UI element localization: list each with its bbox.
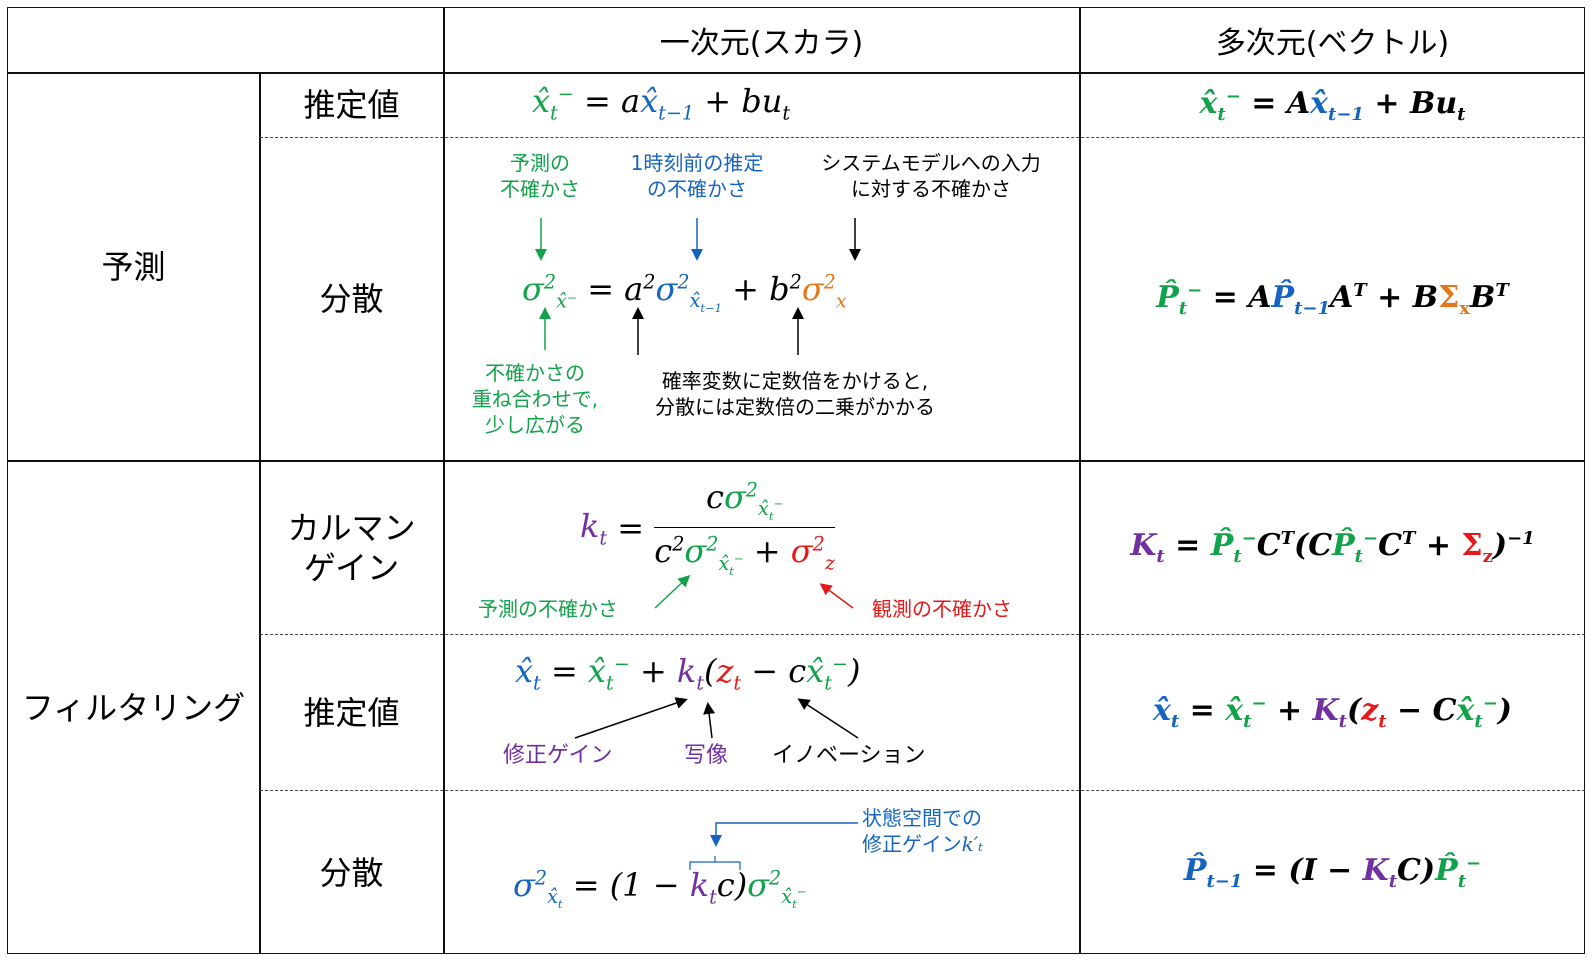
divider (259, 72, 261, 954)
dashed-divider (260, 634, 1585, 635)
annotation-kg-obs: 観測の不確かさ (872, 597, 1012, 621)
formula-scalar-predict-variance: σ2x̂⁻ = a2σ2x̂t−1 + b2σ2x (522, 270, 847, 316)
formula-scalar-predict-estimate: x̂t− = ax̂t−1 + but (532, 82, 791, 125)
row-label-filter: フィルタリング (21, 688, 246, 727)
row-label-predict: 予測 (101, 247, 166, 286)
annotation-innovation: イノベーション (772, 743, 926, 768)
formula-vector-kalman-gain: Kt = P̂t−CT(CP̂t−CT + Σz)−1 (1130, 528, 1535, 567)
annotation-scaling: 確率変数に定数倍をかけると, 分散には定数倍の二乗がかかる (655, 369, 935, 419)
kalman-gain-line1: カルマン (287, 508, 416, 547)
annotation-mapping: 写像 (684, 743, 729, 768)
dashed-divider (260, 790, 1585, 791)
formula-scalar-kalman-gain: kt = cσ2x̂t− c2σ2x̂t− + σ2z (580, 478, 835, 578)
sub-label-variance: 分散 (319, 280, 384, 318)
annotation-state-space-gain: 状態空間での 修正ゲインk′ₜ (862, 805, 983, 857)
dashed-divider (260, 137, 1585, 138)
table-frame (7, 7, 1585, 954)
annotation-correction-gain: 修正ゲイン (503, 743, 613, 768)
sub-label-variance-filter: 分散 (319, 853, 384, 892)
formula-vector-filter-estimate: x̂t = x̂t− + Kt(zt − Cx̂t−) (1153, 693, 1512, 732)
kalman-gain-line2: ゲイン (303, 548, 400, 587)
state-space-gain-line2: 修正ゲインk′ₜ (862, 832, 984, 856)
annotation-pred-uncertainty: 予測の 不確かさ (500, 151, 580, 201)
formula-scalar-filter-variance: σ2x̂t = (1 − ktc)σ2x̂t− (513, 866, 807, 912)
header-vector: 多次元(ベクトル) (1215, 26, 1450, 61)
header-scalar: 一次元(スカラ) (659, 26, 864, 61)
sub-label-kalman-gain: カルマン ゲイン (260, 461, 443, 634)
annotation-kg-pred: 予測の不確かさ (478, 597, 618, 621)
annotation-overlap: 不確かさの 重ね合わせで, 少し広がる (471, 361, 599, 437)
divider (1079, 7, 1081, 954)
formula-vector-filter-variance: P̂t−1 = (I − KtC)P̂t− (1183, 853, 1482, 892)
divider (7, 460, 1585, 462)
annotation-input-uncertainty: システムモデルへの入力 に対する不確かさ (821, 151, 1041, 201)
formula-vector-predict-variance: P̂t− = AP̂t−1AT + BΣxBT (1156, 279, 1509, 319)
state-space-gain-line1: 状態空間での (862, 806, 982, 830)
divider (443, 7, 445, 954)
formula-vector-predict-estimate: x̂t− = Ax̂t−1 + But (1199, 85, 1466, 125)
divider (7, 72, 1585, 74)
sub-label-estimate-filter: 推定値 (303, 693, 400, 732)
annotation-prev-uncertainty: 1時刻前の推定 の不確かさ (630, 151, 764, 201)
state-space-gain-symbol: k′ₜ (961, 832, 984, 856)
formula-scalar-filter-estimate: x̂t = x̂t− + kt(zt − cx̂t−) (515, 652, 861, 695)
sub-label-estimate: 推定値 (303, 86, 400, 124)
